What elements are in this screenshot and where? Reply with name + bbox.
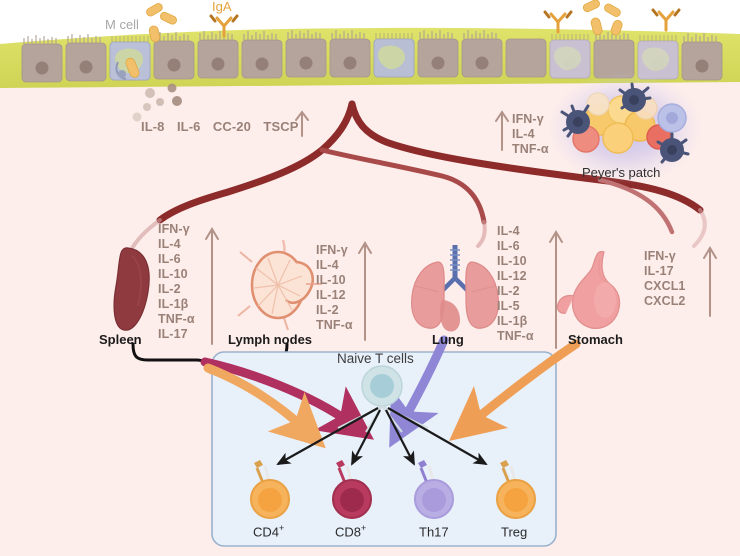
cytokine-item: TNF-α [497, 329, 534, 343]
cytokine-item: TNF-α [512, 142, 549, 156]
cytokine-item: IL-4 [158, 237, 181, 251]
tcell-label-text: Treg [501, 524, 528, 540]
blood-vessel-network [128, 100, 707, 254]
lymph-cytokine-list: IFN-γ IL-4 IL-10 IL-12 IL-2 TNF-α [316, 243, 353, 333]
peyers-cytokine-list: IFN-γ IL-4 TNF-α [512, 112, 549, 157]
stomach-illustration [556, 251, 621, 329]
arrow-purple-lung [389, 335, 449, 448]
cytokine-item: IFN-γ [316, 243, 348, 257]
cytokine-item: IL-6 [158, 252, 181, 266]
cytokine-item: TNF-α [158, 312, 195, 326]
epithelial-cells [21, 30, 723, 83]
cytokine-item: CC-20 [212, 119, 251, 134]
spleen-illustration [113, 247, 150, 331]
tcell-label-text: Th17 [419, 524, 449, 540]
cytokine-item: IL-6 [176, 119, 201, 134]
tcell-treg [496, 460, 536, 519]
cytokine-item: IL-17 [644, 264, 674, 278]
cytokine-item: CXCL1 [644, 279, 686, 293]
iga-antibody-1 [209, 14, 239, 38]
cytokine-item: IL-4 [316, 258, 339, 272]
label-lymph-nodes: Lymph nodes [228, 332, 313, 347]
epithelium-layer [0, 0, 740, 122]
arrow-orange-lymph [203, 363, 326, 449]
tcell-cd4 [250, 460, 290, 519]
bacteria-transcytosis [125, 57, 140, 78]
cytokine-item: IL-2 [316, 303, 339, 317]
cytokine-up-arrows [205, 110, 717, 349]
iga-antibody-3 [651, 8, 681, 32]
peyers-patch-illustration [547, 72, 703, 184]
tcell-label-text: CD8 [335, 524, 362, 540]
tcell-th17 [414, 460, 454, 519]
label-tcell-treg: Treg [501, 524, 527, 538]
cytokine-item: IL-1β [158, 297, 189, 311]
lung-cytokine-list: IL-4 IL-6 IL-10 IL-12 IL-2 IL-5 IL-1β TN… [497, 224, 534, 344]
label-lung: Lung [432, 332, 464, 347]
cytokine-item: IL-4 [497, 224, 520, 238]
arrow-orange-stomach [449, 339, 581, 442]
cytokine-item: IL-2 [158, 282, 181, 296]
label-peyers-patch: Peyer's patch [582, 165, 661, 180]
spleen-cytokine-list: IFN-γ IL-4 IL-6 IL-10 IL-2 IL-1β TNF-α I… [158, 222, 195, 342]
label-spleen: Spleen [99, 332, 142, 347]
tcell-subsets [250, 460, 536, 519]
secreted-cytokine-dots [132, 83, 182, 122]
cytokine-item: IL-2 [497, 284, 520, 298]
cytokine-item: IFN-γ [512, 112, 544, 126]
cytokine-item: IL-17 [158, 327, 188, 341]
label-tcell-cd4: CD4+ [253, 523, 285, 540]
cytokine-item: TSCP [263, 119, 299, 134]
iga-antibody-2 [543, 10, 573, 34]
label-naive-t-cells: Naive T cells [337, 351, 414, 366]
differentiation-arrows [276, 407, 488, 466]
bacteria-cluster-left [146, 3, 177, 43]
label-tcell-th17: Th17 [419, 524, 449, 538]
cytokine-item: TNF-α [316, 318, 353, 332]
cytokine-item: IL-12 [497, 269, 527, 283]
cytokine-item: IL-12 [316, 288, 346, 302]
lung-illustration [411, 245, 499, 332]
organ-to-panel-arrows [200, 335, 581, 449]
tcell-label-text: CD4 [253, 524, 280, 540]
tcell-label-sup: + [361, 523, 367, 533]
tcell-cd8 [332, 460, 372, 519]
label-iga: IgA [212, 0, 232, 14]
cytokine-item: IL-1β [497, 314, 528, 328]
tcell-label-sup: + [279, 523, 285, 533]
bacteria-cluster-right [582, 0, 623, 36]
cytokine-item: IL-6 [497, 239, 520, 253]
naive-t-cell [361, 365, 403, 407]
label-stomach: Stomach [568, 332, 623, 347]
cytokine-item: IL-10 [497, 254, 527, 268]
label-m-cell: M cell [105, 17, 139, 32]
epithelial-cytokine-list: IL-8 IL-6 CC-20 TSCP [141, 120, 299, 133]
cytokine-item: IL-10 [158, 267, 188, 281]
cytokine-item: IL-4 [512, 127, 535, 141]
lymph-node-illustration [237, 239, 322, 331]
cytokine-item: IL-5 [497, 299, 520, 313]
stomach-cytokine-list: IFN-γ IL-17 CXCL1 CXCL2 [644, 249, 685, 309]
label-tcell-cd8: CD8+ [335, 523, 367, 540]
cytokine-item: IFN-γ [158, 222, 190, 236]
cytokine-item: IL-10 [316, 273, 346, 287]
cytokine-item: CXCL2 [644, 294, 686, 308]
cytokine-item: IL-8 [141, 119, 165, 134]
cytokine-item: IFN-γ [644, 249, 676, 263]
arrow-crimson-spleen [200, 357, 374, 440]
